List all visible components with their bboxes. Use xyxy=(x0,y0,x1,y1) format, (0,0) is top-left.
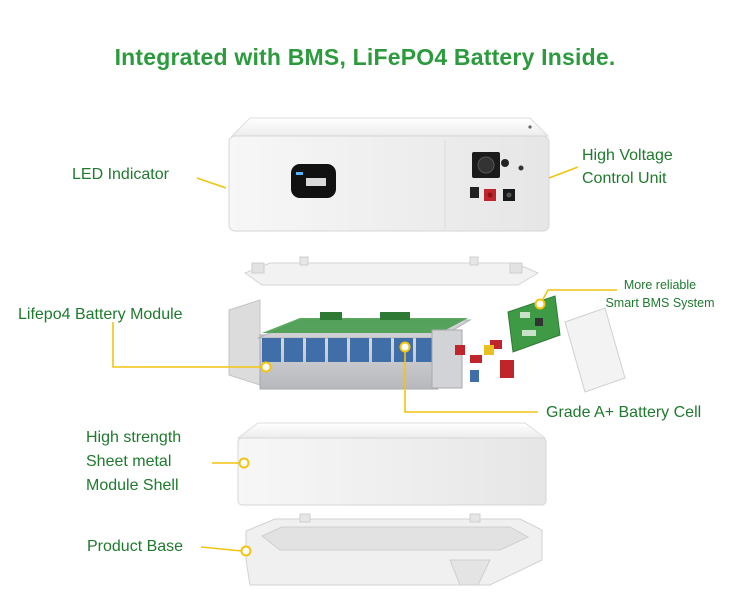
leader-led-indicator xyxy=(196,177,227,189)
label-shell-line2: Sheet metal xyxy=(86,453,172,470)
leader-battery-module xyxy=(112,322,262,368)
label-bms-line2: Smart BMS System xyxy=(605,296,715,310)
control-unit-housing xyxy=(228,117,550,232)
label-shell-line3: Module Shell xyxy=(86,477,179,494)
label-module-shell: High strength Sheet metal Module Shell xyxy=(86,426,181,498)
top-cover-plate xyxy=(243,256,540,286)
marker-bms xyxy=(534,298,546,310)
bms-board xyxy=(507,295,561,353)
label-high-voltage-control-unit: High Voltage Control Unit xyxy=(582,144,673,191)
label-bms-line1: More reliable xyxy=(623,278,697,292)
label-battery-cell: Grade A+ Battery Cell xyxy=(546,404,702,421)
marker-battery-cell xyxy=(399,341,411,353)
battery-module xyxy=(228,299,514,390)
label-battery-module: Lifepo4 Battery Module xyxy=(18,306,183,323)
marker-module-shell xyxy=(238,457,250,469)
control-panel-ports xyxy=(470,152,524,201)
label-product-base: Product Base xyxy=(87,538,184,555)
label-hv-line1: High Voltage xyxy=(582,147,673,164)
led-display-icon xyxy=(291,164,336,198)
diagram-title: Integrated with BMS, LiFePO4 Battery Ins… xyxy=(114,44,616,70)
leader-high-voltage xyxy=(548,166,579,179)
label-shell-line1: High strength xyxy=(86,429,182,446)
leader-bms xyxy=(540,289,617,304)
label-hv-line2: Control Unit xyxy=(582,170,667,187)
marker-product-base xyxy=(240,545,252,557)
module-shell xyxy=(236,422,547,506)
label-led-indicator: LED Indicator xyxy=(72,166,169,183)
label-smart-bms: More reliable Smart BMS System xyxy=(596,276,724,312)
side-cover-panel xyxy=(564,307,626,393)
product-base xyxy=(245,513,543,586)
leader-battery-cell xyxy=(404,349,538,413)
leader-product-base xyxy=(200,546,243,552)
marker-battery-module xyxy=(260,361,272,373)
